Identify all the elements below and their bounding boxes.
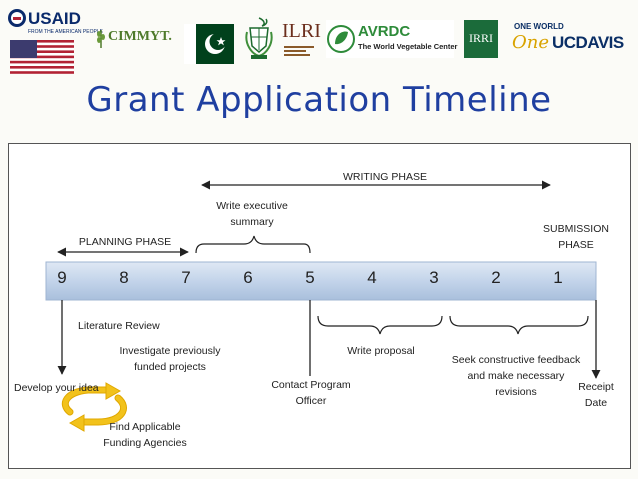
investigate-projects-label: Investigate previously funded projects [119,345,221,373]
pakistan-emblem [244,16,274,60]
irri-name: IRRI [469,31,493,45]
pakistan-flag [184,24,234,64]
timeline-number: 8 [119,268,129,287]
submission-phase-label: SUBMISSION PHASE [543,223,609,251]
ilri-logo: ILRI [282,18,322,58]
ilri-graphic-icon [284,46,314,56]
ucdavis-name: UCDAVIS [552,33,624,52]
avrdc-tagline: The World Vegetable Center [358,42,458,51]
usaid-logo: USAID FROM THE AMERICAN PEOPLE [6,6,103,76]
receipt-date-label: Receipt Date [578,381,614,409]
avrdc-logo: AVRDC The World Vegetable Center [326,20,458,58]
timeline-number: 1 [553,268,563,287]
ucdavis-one: One [512,32,550,53]
page-title: Grant Application Timeline [86,80,552,120]
timeline-number: 5 [305,268,315,287]
ucdavis-logo: ONE WORLD One UCDAVIS [510,22,634,58]
find-funding-label: Find Applicable Funding Agencies [103,421,187,449]
exec-summary-brace [195,235,311,254]
avrdc-name: AVRDC [358,23,411,40]
writing-phase-label: WRITING PHASE [342,171,427,183]
develop-idea-label: Develop your idea [14,382,99,394]
feedback-brace [449,315,589,335]
write-exec-summary-label: Write executive summary [216,200,288,228]
pakistan-flag-icon [184,24,234,64]
write-proposal-label: Write proposal [347,345,415,357]
irri-logo: IRRI [464,20,498,58]
ucdavis-one-world: ONE WORLD [514,22,564,31]
usaid-tagline: FROM THE AMERICAN PEOPLE [28,29,103,35]
cycle-arrows-icon [62,382,127,432]
state-emblem-icon [245,17,273,59]
ilri-name: ILRI [282,20,321,42]
planning-phase-label: PLANNING PHASE [78,236,172,248]
contact-officer-label: Contact Program Officer [271,379,351,407]
cimmyt-logo: CIMMYT. [94,24,172,54]
timeline-number: 4 [367,268,377,287]
timeline-number: 9 [57,268,67,287]
timeline-frame [8,143,631,469]
timeline-number: 6 [243,268,253,287]
feedback-label: Seek constructive feedback and make nece… [451,354,581,398]
write-proposal-brace [317,315,443,335]
us-flag-icon [10,40,74,74]
literature-review-label: Literature Review [78,320,160,332]
avrdc-leaf-icon [327,25,355,53]
usaid-seal-icon [8,9,74,74]
timeline-number: 2 [491,268,501,287]
wheat-icon [97,30,105,48]
usaid-name: USAID [28,9,81,28]
timeline-bar [45,261,597,301]
timeline-number: 3 [429,268,439,287]
timeline-number: 7 [181,268,191,287]
logo-bar: USAID FROM THE AMERICAN PEOPLE CIMMYT. [0,0,638,78]
cimmyt-name: CIMMYT. [108,29,172,44]
